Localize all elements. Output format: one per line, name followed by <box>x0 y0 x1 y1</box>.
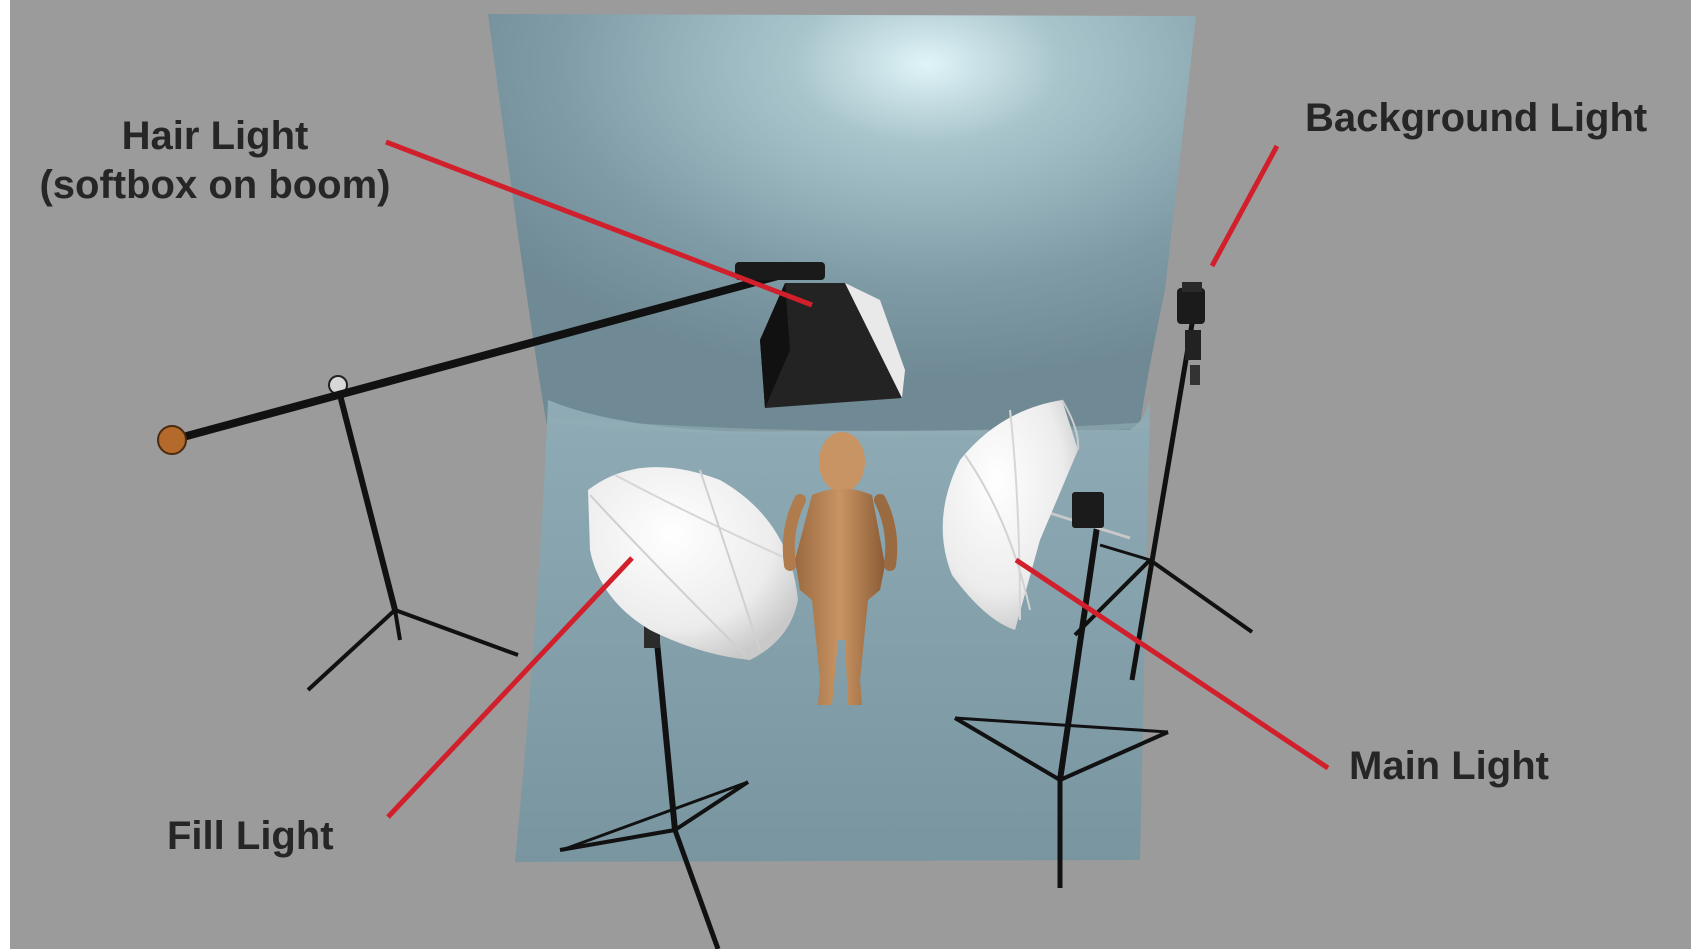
main-light-label: Main Light <box>1349 742 1549 791</box>
strobe-icon <box>1177 282 1205 324</box>
background-light-callout-line <box>1212 146 1277 266</box>
hair-light-label-line2: (softbox on boom) <box>22 161 408 210</box>
fill-light-label: Fill Light <box>167 812 334 861</box>
left-frame-edge <box>0 0 10 949</box>
main-light-strobe-icon <box>1072 492 1104 528</box>
hair-light-label: Hair Light (softbox on boom) <box>22 112 408 210</box>
background-light-label: Background Light <box>1305 94 1647 143</box>
boom-counterweight <box>158 426 186 454</box>
hair-light-label-line1: Hair Light <box>22 112 408 161</box>
